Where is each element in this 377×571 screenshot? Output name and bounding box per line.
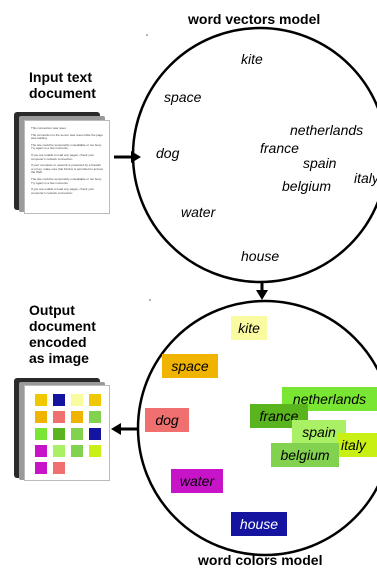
vector-word-space: space xyxy=(164,89,202,105)
input-document-page: This connection was reset. The connectio… xyxy=(24,120,110,214)
output-grid-cell xyxy=(71,411,83,423)
bottom-title: word colors model xyxy=(198,552,323,568)
doc-line: The site could be temporarily unavailabl… xyxy=(31,142,102,151)
input-arrowhead xyxy=(131,151,141,163)
doc-line: The site could be temporarily unavailabl… xyxy=(31,176,102,185)
vector-word-spain: spain xyxy=(303,155,337,171)
color-chip-kite: kite xyxy=(231,316,267,340)
output-grid-cell xyxy=(53,445,65,457)
vector-word-italy: italy xyxy=(354,170,377,186)
color-chip-france: france xyxy=(250,404,308,428)
color-chip-italy: italy xyxy=(337,433,377,457)
output-grid-cell xyxy=(35,394,47,406)
color-chip-water: water xyxy=(171,469,223,493)
output-grid-cell xyxy=(53,394,65,406)
vector-word-france: france xyxy=(260,140,299,156)
input-document-icon: This connection was reset. The connectio… xyxy=(14,112,114,214)
output-grid-cell xyxy=(35,462,47,474)
output-grid-cell xyxy=(89,445,101,457)
output-grid-cell xyxy=(53,411,65,423)
color-chip-house: house xyxy=(231,512,287,536)
vector-word-kite: kite xyxy=(241,51,263,67)
output-label-line: Output xyxy=(29,302,75,318)
vector-word-water: water xyxy=(181,204,216,220)
doc-line: If you are unable to load any pages, che… xyxy=(31,187,95,195)
output-grid-cell xyxy=(35,445,47,457)
color-chip-belgium: belgium xyxy=(271,443,339,467)
output-grid-cell xyxy=(35,411,47,423)
vector-word-belgium: belgium xyxy=(282,178,332,194)
output-grid-cell xyxy=(71,428,83,440)
output-arrowhead xyxy=(111,423,121,435)
doc-line: If your computer or network is protected… xyxy=(31,163,103,175)
output-grid-cell xyxy=(71,445,83,457)
output-grid-cell xyxy=(53,462,65,474)
color-chip-dog: dog xyxy=(145,408,189,432)
color-chip-space: space xyxy=(162,354,218,378)
output-grid-cell xyxy=(35,428,47,440)
output-grid-cell xyxy=(89,394,101,406)
output-label: Output document encoded as image xyxy=(29,302,96,366)
doc-line: The connection to the server was reset w… xyxy=(31,132,103,141)
top-title: word vectors model xyxy=(188,11,321,27)
vector-word-house: house xyxy=(241,248,280,264)
output-image-icon xyxy=(14,378,114,481)
doc-line: This connection was reset. xyxy=(31,126,67,130)
output-grid-cell xyxy=(53,428,65,440)
output-label-line: encoded xyxy=(29,334,87,350)
model-arrowhead xyxy=(256,290,268,300)
input-label: Input text document xyxy=(29,69,96,101)
vector-word-dog: dog xyxy=(156,145,180,161)
output-label-line: document xyxy=(29,318,96,334)
output-grid-cell xyxy=(89,428,101,440)
output-image-page xyxy=(24,385,110,481)
output-grid-cell xyxy=(89,411,101,423)
output-label-line: as image xyxy=(29,350,89,366)
vector-word-netherlands: netherlands xyxy=(290,122,364,138)
output-grid-cell xyxy=(71,394,83,406)
doc-line: If you are unable to load any pages, che… xyxy=(31,152,95,161)
